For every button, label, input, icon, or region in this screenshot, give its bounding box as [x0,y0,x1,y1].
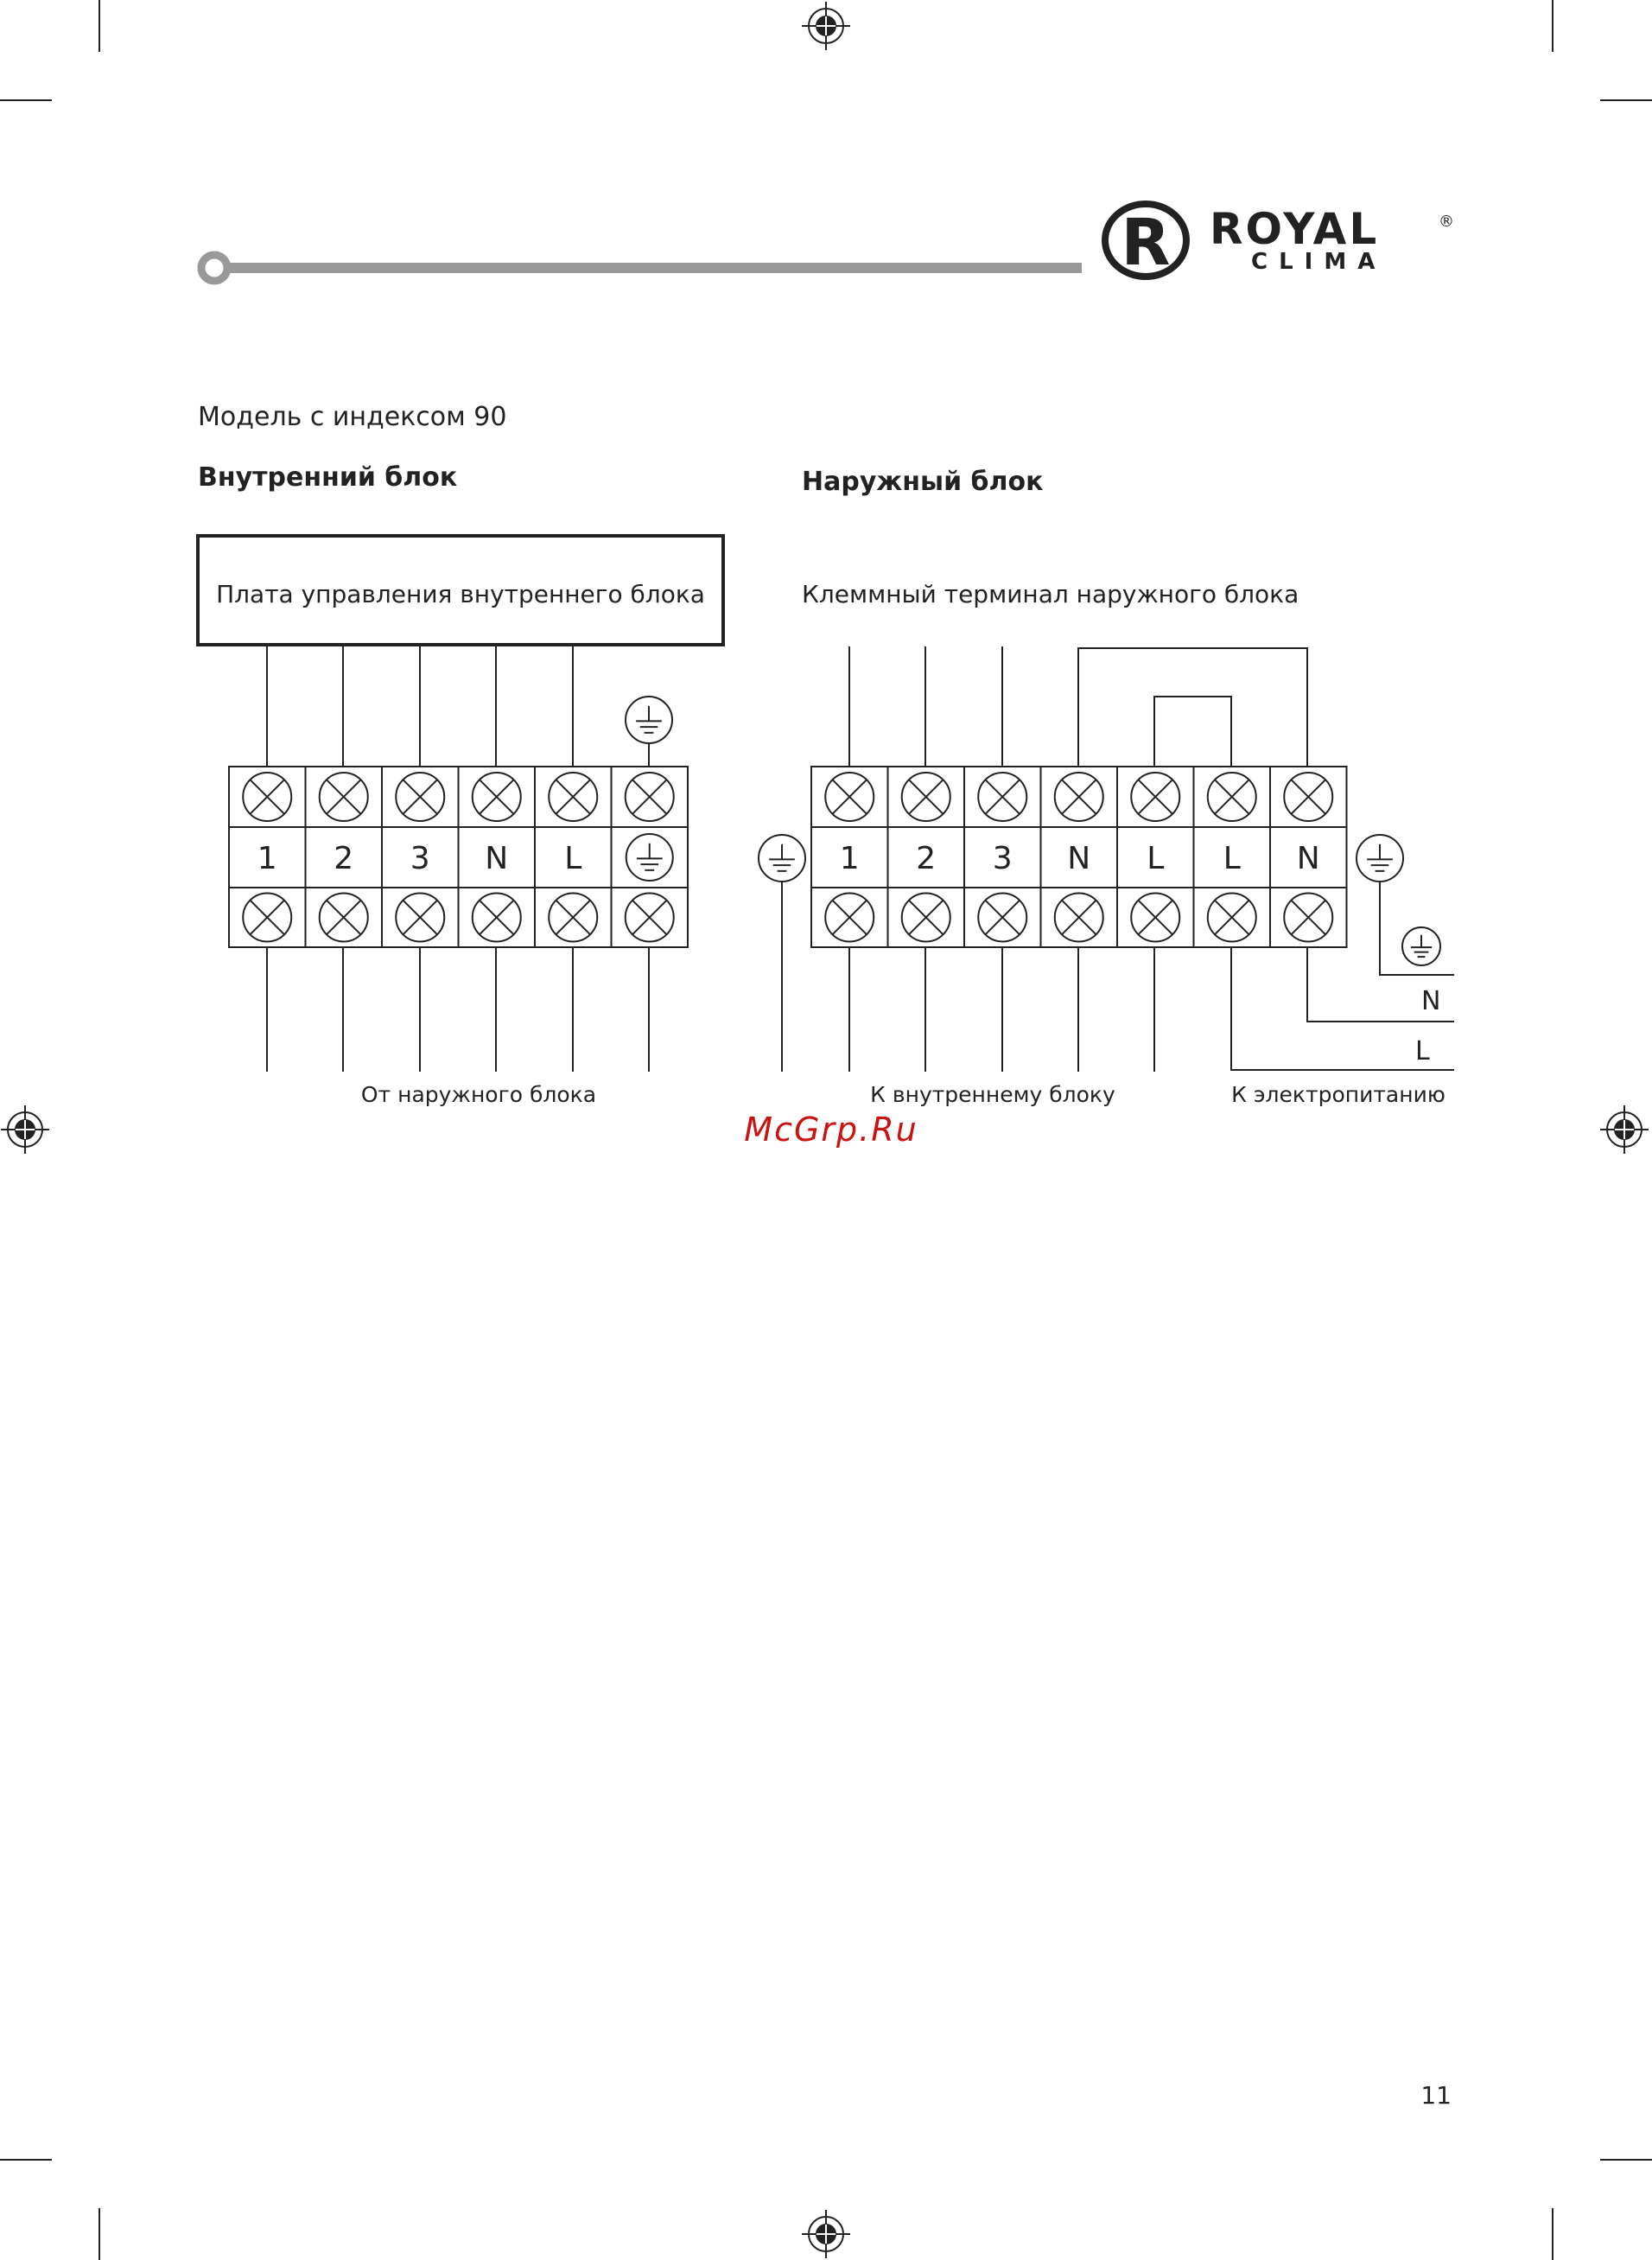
terminal-label: 2 [334,841,353,876]
screw-icon [396,773,444,821]
screw-icon [902,773,950,821]
logo-name-top: ROYAL [1210,204,1379,254]
indoor-bottom-caption: От наружного блока [361,1082,596,1107]
ground-icon [626,697,672,743]
ground-icon [759,835,805,882]
watermark: McGrp.Ru [744,1111,918,1149]
outdoor-caption-indoor: К внутреннему блоку [870,1082,1115,1107]
screw-icon [825,773,874,821]
terminal-label: L [1223,841,1241,876]
screw-icon [1055,773,1103,821]
registration-mark-left [1,1105,49,1154]
screw-icon [320,773,368,821]
registration-mark-top [802,2,850,50]
screw-icon [1284,894,1332,942]
terminal-label: 3 [993,841,1013,876]
terminal-label: 1 [840,841,860,876]
screw-icon [1208,894,1256,942]
power-label-l: L [1415,1036,1430,1066]
ground-icon [1357,835,1403,882]
screw-icon [473,773,521,821]
terminal-label: L [1147,841,1164,876]
screw-icon [978,773,1026,821]
logo-letter: R [1121,206,1171,280]
screw-icon [1131,773,1179,821]
screw-icon [243,894,291,942]
screw-icon [626,894,674,942]
outdoor-caption-power: К электропитанию [1231,1082,1446,1107]
logo-name-bottom: CLIMA [1251,249,1386,275]
terminal-label: 1 [257,841,277,876]
screw-icon [549,894,597,942]
terminal-label: N [485,841,508,876]
screw-icon [902,894,950,942]
ground-icon [626,834,673,881]
screw-icon [396,894,444,942]
power-label-n: N [1421,986,1440,1016]
terminal-label: N [1297,841,1320,876]
outdoor-title: Наружный блок [802,467,1043,497]
outdoor-terminal-label: Клеммный терминал наружного блока [802,580,1299,608]
terminal-label: N [1067,841,1090,876]
page-number: 11 [1420,2081,1452,2110]
brand-logo: R ROYAL ® CLIMA [1105,204,1454,280]
model-label: Модель с индексом 90 [198,402,506,432]
screw-icon [549,773,597,821]
screw-icon [473,894,521,942]
logo-registered: ® [1439,213,1454,231]
outdoor-terminal-block: 1 2 3 N L L N [811,767,1347,947]
registration-mark-bottom [802,2210,850,2258]
registration-mark-right [1600,1105,1649,1154]
screw-icon [320,894,368,942]
indoor-title: Внутренний блок [198,462,457,493]
ground-icon [626,697,672,743]
indoor-terminal-block: 1 2 3 N L [229,767,688,947]
screw-icon [978,894,1026,942]
terminal-label: 3 [410,841,430,876]
indoor-board-label: Плата управления внутреннего блока [216,580,705,608]
screw-icon [1131,894,1179,942]
screw-icon [1284,773,1332,821]
screw-icon [1055,894,1103,942]
header-bar [201,255,1082,281]
terminal-label: 2 [916,841,936,876]
screw-icon [1208,773,1256,821]
terminal-label: L [564,841,581,876]
screw-icon [626,773,674,821]
screw-icon [825,894,874,942]
ground-icon [1402,927,1440,965]
screw-icon [243,773,291,821]
